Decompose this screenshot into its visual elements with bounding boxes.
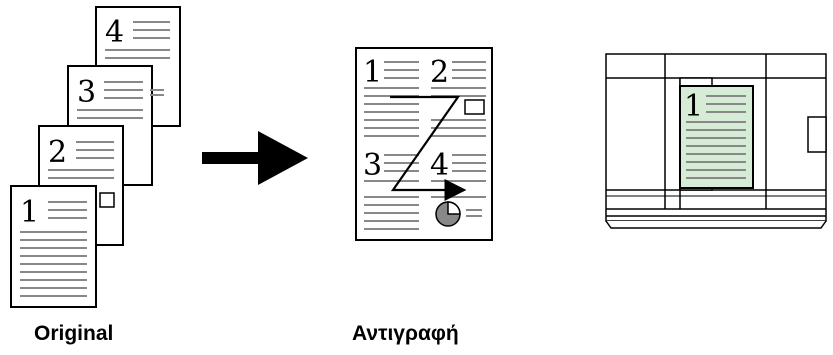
copy-page-number-4: 4 xyxy=(430,148,449,183)
glass-page-number: 1 xyxy=(684,89,703,124)
glass-original-page: 1 xyxy=(679,85,754,189)
original-page-number-2: 2 xyxy=(48,135,67,170)
copy-caption: Αντιγραφή xyxy=(352,322,459,345)
copy-page-number-2: 2 xyxy=(430,55,449,90)
copy-page-number-3: 3 xyxy=(363,148,382,183)
original-page-1: 1 xyxy=(10,185,97,308)
copy-page-number-1: 1 xyxy=(363,55,382,90)
original-page-number-3: 3 xyxy=(77,75,96,110)
z-order-arrow-icon xyxy=(390,95,467,201)
arrow-right-icon xyxy=(202,131,308,185)
original-pages: 4 3 2 xyxy=(10,6,181,308)
original-page-number-4: 4 xyxy=(105,15,124,50)
toner-pie-icon xyxy=(435,201,461,227)
copy-page: 1 2 3 4 xyxy=(355,47,493,241)
original-caption: Original xyxy=(34,322,114,345)
original-page-number-1: 1 xyxy=(20,195,39,230)
